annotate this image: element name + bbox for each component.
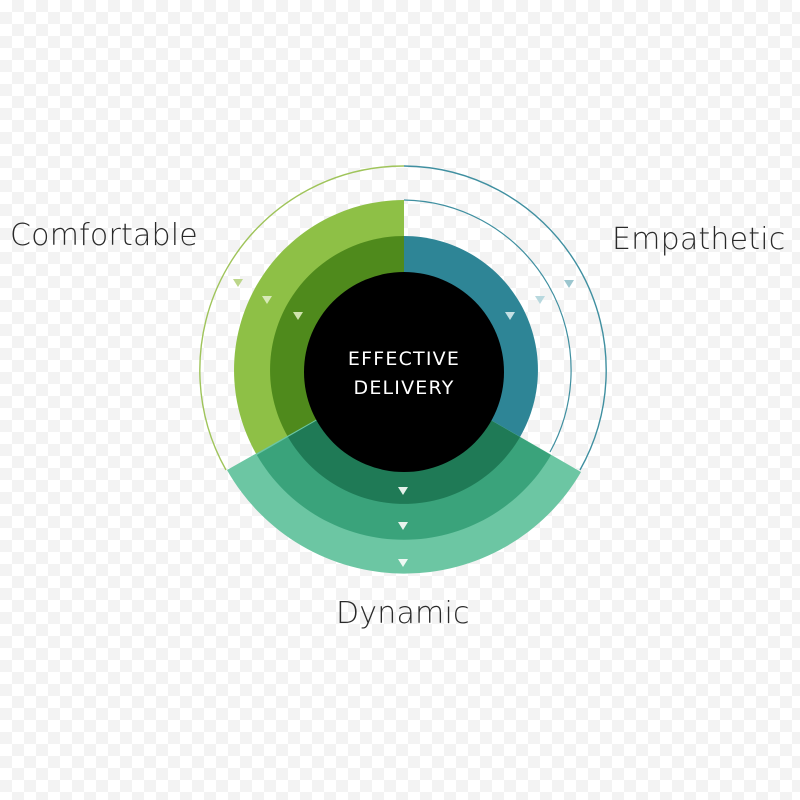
arrow-icon — [398, 559, 408, 567]
center-title-line1: EFFECTIVE — [348, 348, 460, 370]
label-empathetic: Empathetic — [612, 222, 786, 257]
arrow-icon — [398, 522, 408, 530]
label-comfortable: Comfortable — [10, 218, 198, 253]
outer-guide-ring-right — [403, 165, 607, 471]
label-dynamic: Dynamic — [336, 596, 470, 631]
arrow-icon — [398, 487, 408, 495]
arrow-icon — [564, 280, 574, 288]
arrow-icon — [262, 296, 272, 304]
center-title-line2: DELIVERY — [353, 377, 454, 399]
arrow-icon — [233, 279, 243, 287]
center-disc — [304, 272, 504, 472]
inner-guide-ring-right — [403, 199, 572, 453]
flow-arrows — [233, 279, 574, 567]
arrow-icon — [505, 312, 515, 320]
outer-guide-ring-left — [199, 165, 405, 471]
arrow-icon — [535, 296, 545, 304]
arrow-icon — [293, 312, 303, 320]
